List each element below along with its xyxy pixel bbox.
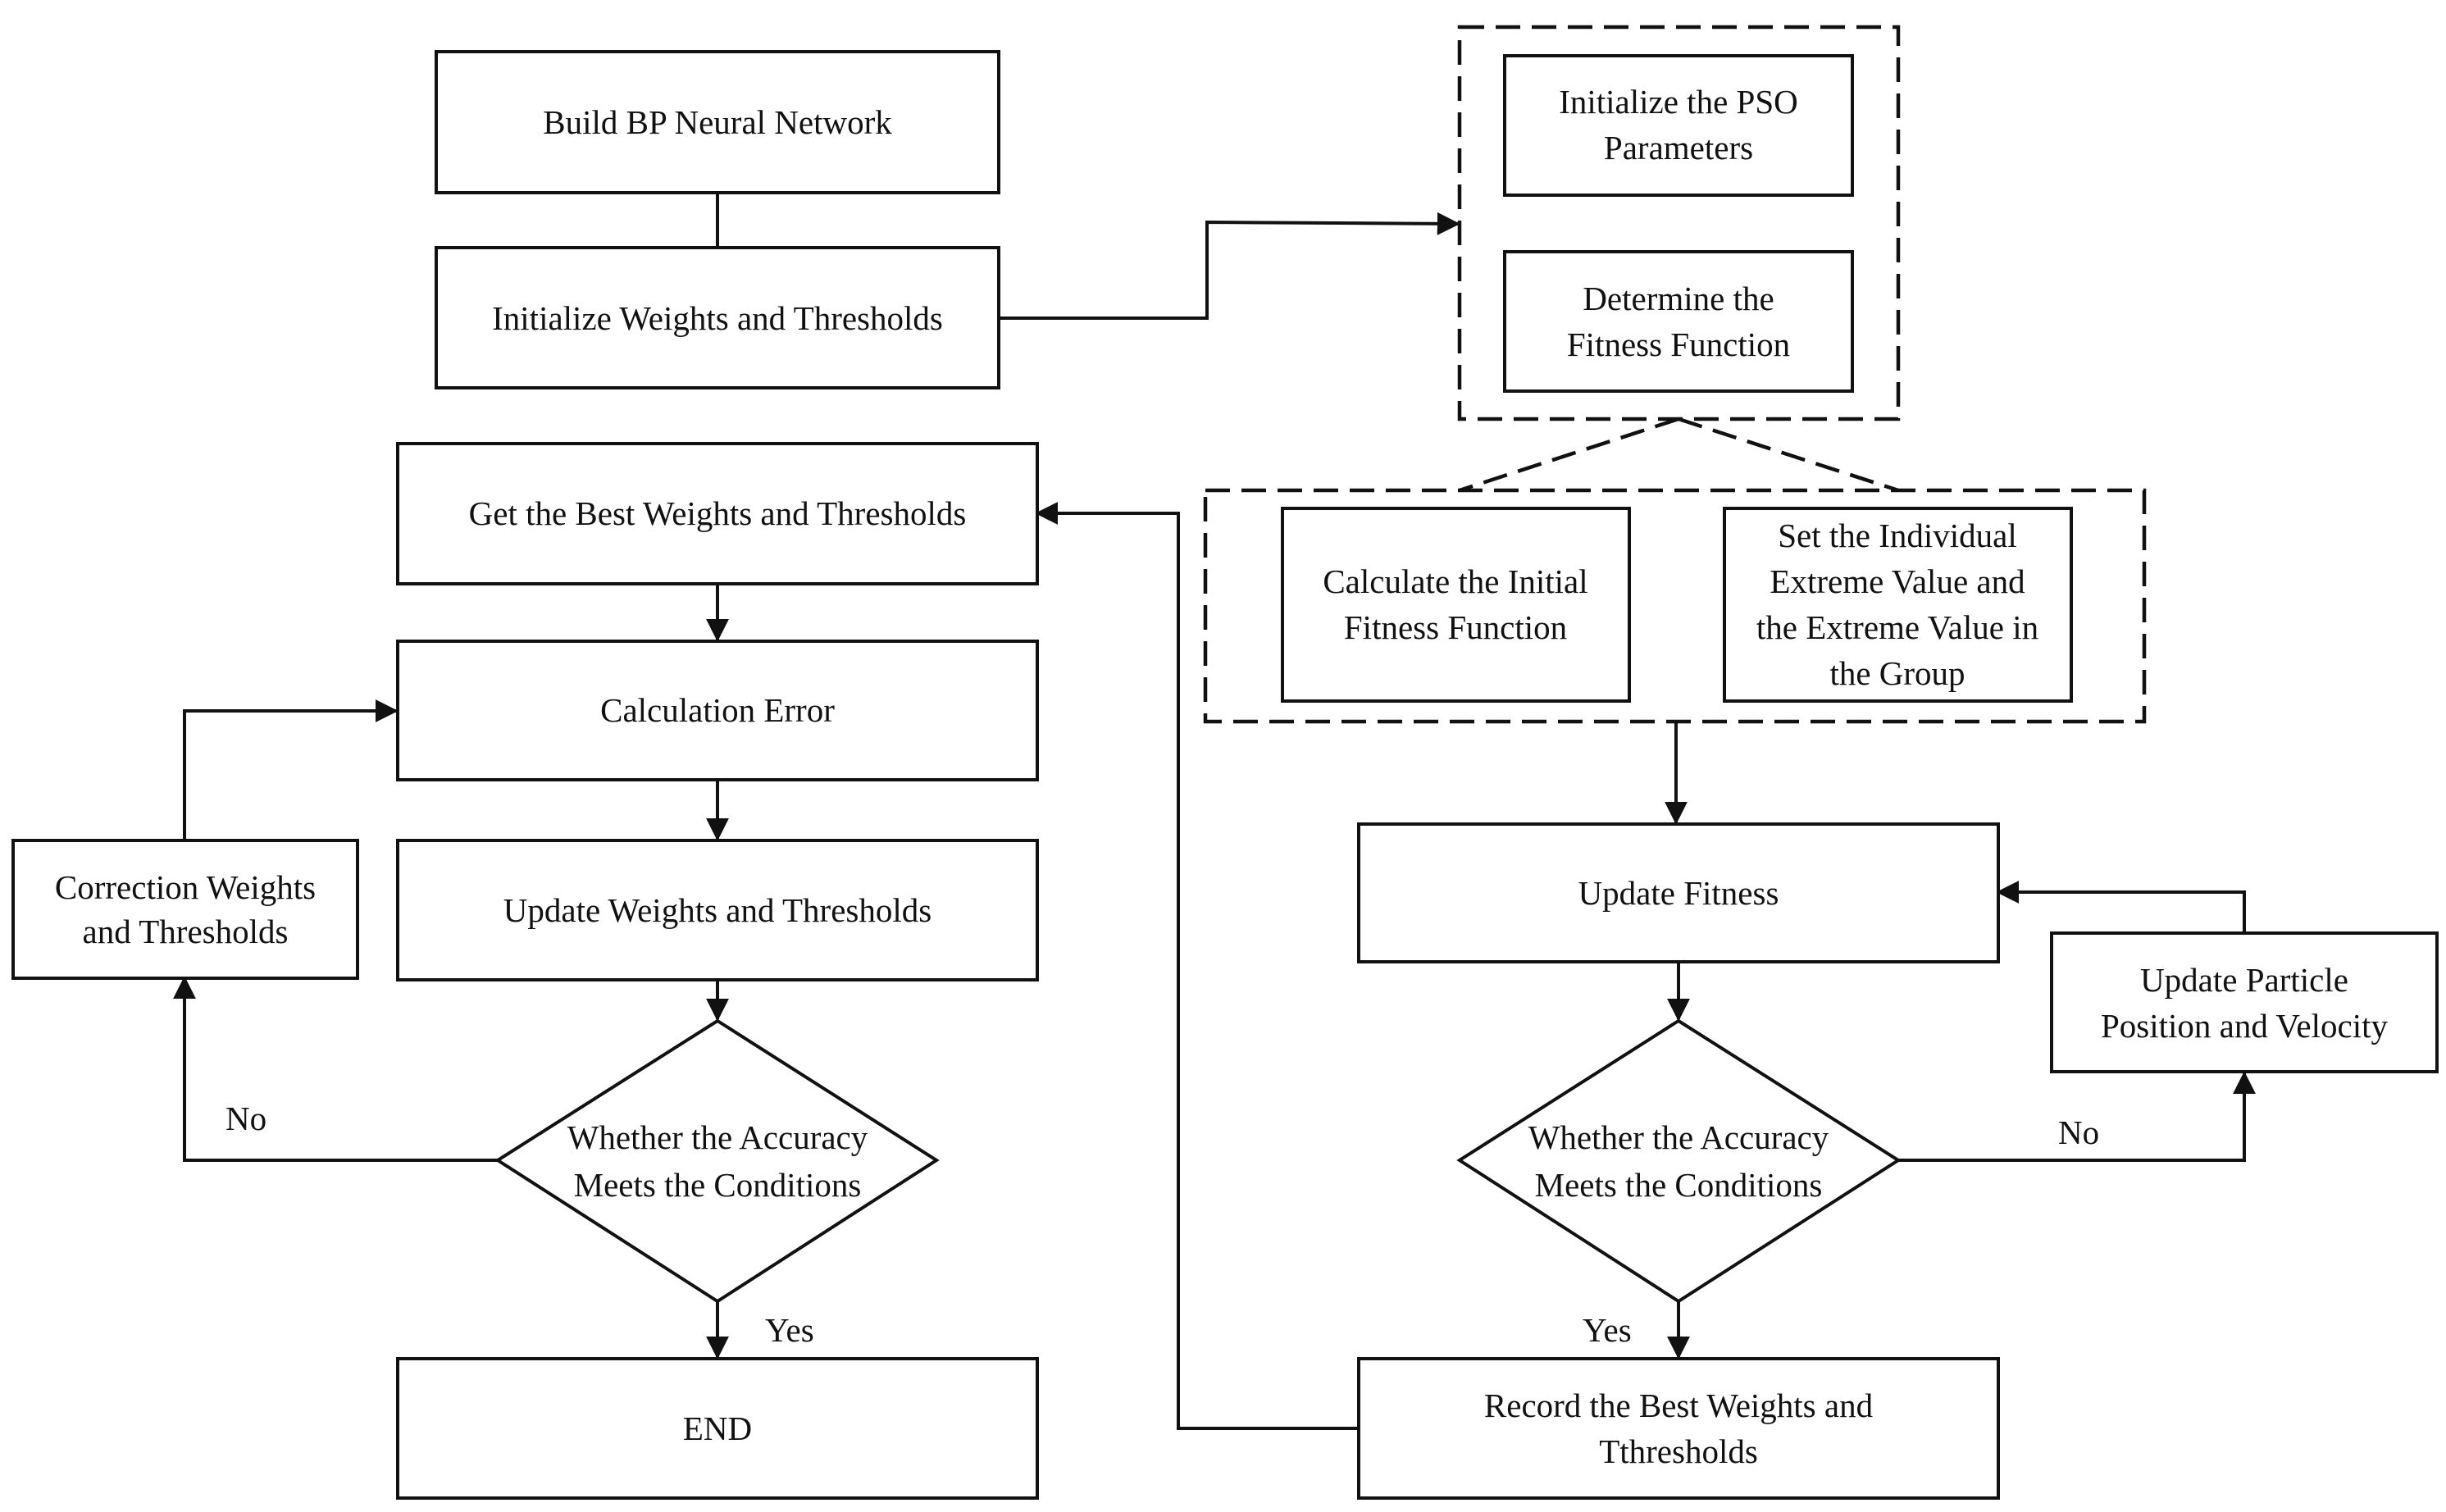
node-init-weights-label: Initialize Weights and Thresholds — [492, 299, 943, 337]
node-set-extreme-label-line: the Group — [1829, 654, 1965, 692]
node-set-extreme-box — [1723, 507, 2073, 703]
node-fitness-fn-label-line: Fitness Function — [1567, 326, 1790, 363]
node-init-pso-label-line: Parameters — [1604, 129, 1753, 166]
edge-correction-to-error — [183, 699, 399, 840]
group-connector-right — [1678, 417, 1899, 493]
node-get-best-label-line: Get the Best Weights and Thresholds — [469, 494, 967, 532]
node-record-best-label-line: Record the Best Weights and — [1484, 1387, 1873, 1424]
node-accuracy-right-diamond — [1456, 1018, 1902, 1304]
node-record-best-label-line: Tthresholds — [1599, 1432, 1758, 1470]
edge-label-no-right: No — [2058, 1114, 2099, 1151]
node-calc-initial-box — [1281, 507, 1631, 703]
node-set-extreme-label-line: the Extreme Value in — [1756, 608, 2038, 646]
node-end-label-line: END — [683, 1410, 752, 1447]
node-correction-label: Correction Weights and Thresholds — [55, 868, 316, 950]
node-get-best-label: Get the Best Weights and Thresholds — [469, 494, 967, 532]
node-init-pso-label: Initialize the PSO Parameters — [1559, 83, 1798, 166]
node-build-bp-label: Build BP Neural Network — [543, 103, 892, 141]
node-accuracy-right-label-line: Whether the Accuracy — [1528, 1118, 1829, 1156]
edge-label-yes-left: Yes — [765, 1311, 814, 1349]
node-correction-box — [11, 839, 359, 980]
node-calc-initial-label-line: Calculate the Initial — [1323, 562, 1587, 600]
node-accuracy-left-diamond — [494, 1018, 940, 1304]
node-end-label: END — [683, 1410, 752, 1447]
node-calc-error-label: Calculation Error — [600, 691, 835, 729]
node-accuracy-left-label-line: Meets the Conditions — [574, 1166, 862, 1204]
edge-particle-to-fitness — [1996, 881, 2246, 933]
node-init-pso-box — [1503, 54, 1854, 197]
node-init-pso-label-line: Initialize the PSO — [1559, 83, 1798, 121]
node-init-weights-box — [435, 246, 1000, 389]
node-calc-error-label-line: Calculation Error — [600, 691, 835, 729]
group-connector-left — [1459, 417, 1679, 493]
node-set-extreme-label-line: Extreme Value and — [1770, 562, 2025, 600]
node-calc-initial-label-line: Fitness Function — [1344, 608, 1567, 646]
node-build-bp-label-line: Build BP Neural Network — [543, 103, 892, 141]
node-fitness-fn-box — [1503, 250, 1854, 393]
node-update-wt-label: Update Weights and Thresholds — [503, 891, 931, 929]
node-accuracy-left-label-line: Whether the Accuracy — [567, 1118, 868, 1156]
edge-diamond-no-to-correction — [173, 976, 498, 1162]
node-update-wt-box — [396, 839, 1039, 981]
node-calc-error-box — [396, 640, 1039, 781]
edge-init-to-pso-group — [999, 212, 1460, 320]
node-update-fitness-label-line: Update Fitness — [1578, 874, 1779, 912]
node-accuracy-right-label-line: Meets the Conditions — [1535, 1166, 1823, 1204]
node-update-fitness-label: Update Fitness — [1578, 874, 1779, 912]
node-build-bp-box — [435, 50, 1000, 194]
node-end-box — [396, 1357, 1039, 1500]
node-update-particle-label-line: Position and Velocity — [2101, 1007, 2389, 1045]
node-correction-label-line: and Thresholds — [83, 913, 289, 950]
node-fitness-fn-label-line: Determine the — [1583, 280, 1774, 317]
node-update-particle-label-line: Update Particle — [2140, 961, 2348, 999]
node-update-fitness-box — [1357, 822, 2000, 963]
node-set-extreme-label-line: Set the Individual — [1778, 517, 2017, 554]
node-init-weights-label-line: Initialize Weights and Thresholds — [492, 299, 943, 337]
edge-diamond-no-to-particle — [1898, 1071, 2256, 1162]
node-update-wt-label-line: Update Weights and Thresholds — [503, 891, 931, 929]
node-update-particle-box — [2050, 931, 2439, 1073]
node-record-best-box — [1357, 1357, 2000, 1500]
edge-record-to-best — [1035, 502, 1359, 1430]
edge-label-no-left: No — [225, 1100, 266, 1137]
node-get-best-box — [396, 442, 1039, 585]
edge-label-yes-right: Yes — [1583, 1311, 1632, 1349]
node-correction-label-line: Correction Weights — [55, 868, 316, 906]
